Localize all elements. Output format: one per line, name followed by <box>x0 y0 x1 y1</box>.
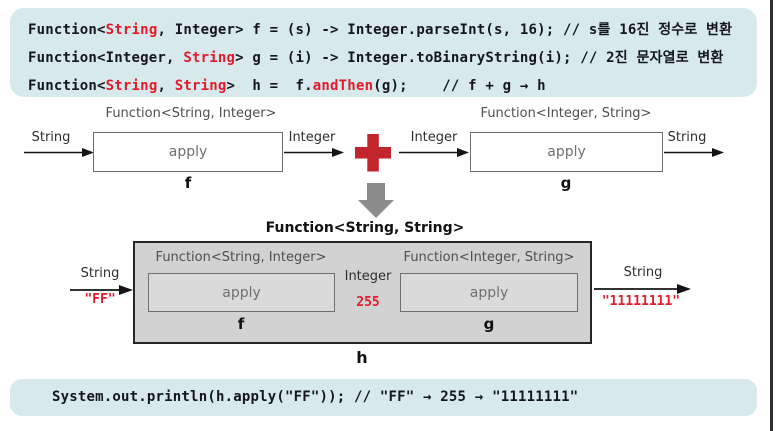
f-input-type-label: String <box>31 130 71 145</box>
inner-f-name-label: f <box>237 315 245 333</box>
arrow-right-icon <box>284 148 344 157</box>
code-snippet-bottom: System.out.println(h.apply("FF")); // "F… <box>10 379 757 416</box>
function-g-apply-box: apply <box>470 132 663 172</box>
inner-g-type-label: Function<Integer, String> <box>403 250 575 265</box>
h-output-type-label: String <box>623 265 663 280</box>
code-line: Function<String, String> h = f.andThen(g… <box>28 78 546 94</box>
arrow-right-icon <box>664 148 724 157</box>
function-f-type-label: Function<String, Integer> <box>105 106 277 121</box>
code-line: System.out.println(h.apply("FF")); // "F… <box>52 389 579 405</box>
arrow-right-icon <box>24 148 94 157</box>
code-snippet-top: Function<String, Integer> f = (s) -> Int… <box>10 8 757 97</box>
code-line: Function<Integer, String> g = (i) -> Int… <box>28 50 724 66</box>
page-edge-rule <box>770 0 773 431</box>
arrow-right-icon <box>399 148 469 157</box>
inner-f-apply-box: apply <box>148 273 335 312</box>
arrow-down-icon <box>358 183 394 218</box>
arrow-right-icon <box>594 284 691 294</box>
g-output-type-label: String <box>667 130 707 145</box>
g-input-type-label: Integer <box>410 130 458 145</box>
code-lines: Function<String, Integer> f = (s) -> Int… <box>10 8 757 100</box>
plus-icon <box>355 134 391 172</box>
h-input-type-label: String <box>80 266 120 281</box>
h-output-value-label: "11111111" <box>601 294 681 309</box>
h-input-value-label: "FF" <box>84 292 116 307</box>
inner-f-type-label: Function<String, Integer> <box>155 250 327 265</box>
f-output-type-label: Integer <box>288 130 336 145</box>
function-h-type-label: Function<String, String> <box>265 220 465 236</box>
code-line: Function<String, Integer> f = (s) -> Int… <box>28 22 733 38</box>
function-f-name-label: f <box>184 174 192 192</box>
function-g-type-label: Function<Integer, String> <box>480 106 652 121</box>
inner-g-name-label: g <box>483 315 495 333</box>
middle-value-label: 255 <box>356 295 380 310</box>
function-h-name-label: h <box>356 348 368 367</box>
middle-type-label: Integer <box>344 269 392 284</box>
inner-g-apply-box: apply <box>400 273 578 312</box>
function-f-apply-box: apply <box>93 132 283 172</box>
arrow-right-icon <box>70 285 133 295</box>
function-g-name-label: g <box>560 174 572 192</box>
